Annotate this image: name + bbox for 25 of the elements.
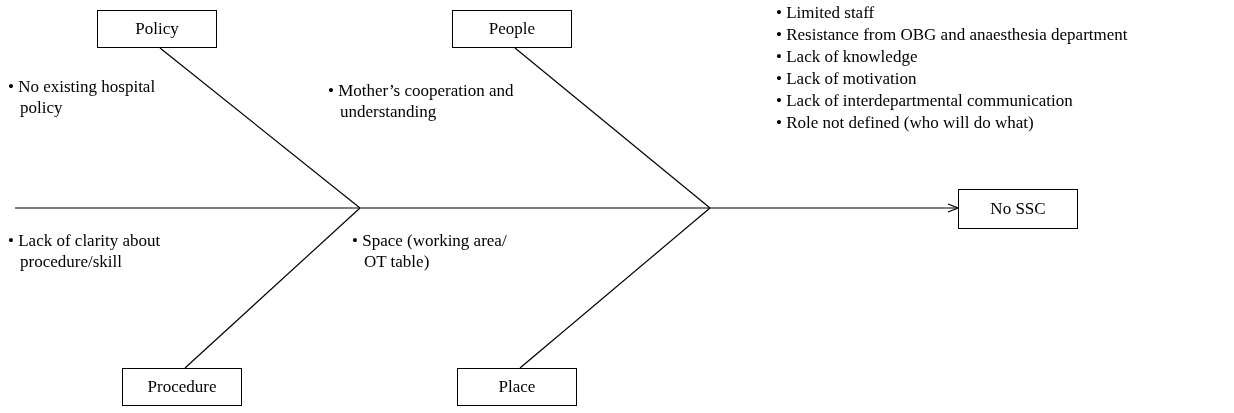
cause-item: • Space (working area/ OT table) <box>352 230 508 272</box>
cause-item: • Lack of interdepartmental communication <box>776 90 1074 111</box>
spine-arrow <box>14 203 959 213</box>
cause-item: • Role not defined (who will do what) <box>776 112 1035 133</box>
box-label: Place <box>498 377 536 397</box>
bone-line <box>514 47 711 209</box>
box-label: No SSC <box>990 199 1046 219</box>
category-box <box>97 10 217 48</box>
cause-item: • No existing hospital policy <box>8 76 157 118</box>
bone-line <box>519 207 711 369</box>
bone-line <box>184 207 361 369</box>
cause-item: • Lack of clarity about procedure/skill <box>8 230 162 272</box>
box-label: Procedure <box>147 377 217 397</box>
box-label: People <box>488 19 536 39</box>
bone-line <box>159 47 361 209</box>
cause-item: • Limited staff <box>776 2 876 23</box>
box-label: Policy <box>135 19 179 39</box>
cause-item: • Lack of motivation <box>776 68 918 89</box>
cause-item: • Lack of knowledge <box>776 46 919 67</box>
category-box <box>122 368 242 406</box>
category-box <box>457 368 577 406</box>
cause-item: • Mother’s cooperation and understanding <box>328 80 515 122</box>
effect-box <box>958 189 1078 229</box>
cause-item: • Resistance from OBG and anaesthesia department <box>776 24 1129 45</box>
category-box <box>452 10 572 48</box>
